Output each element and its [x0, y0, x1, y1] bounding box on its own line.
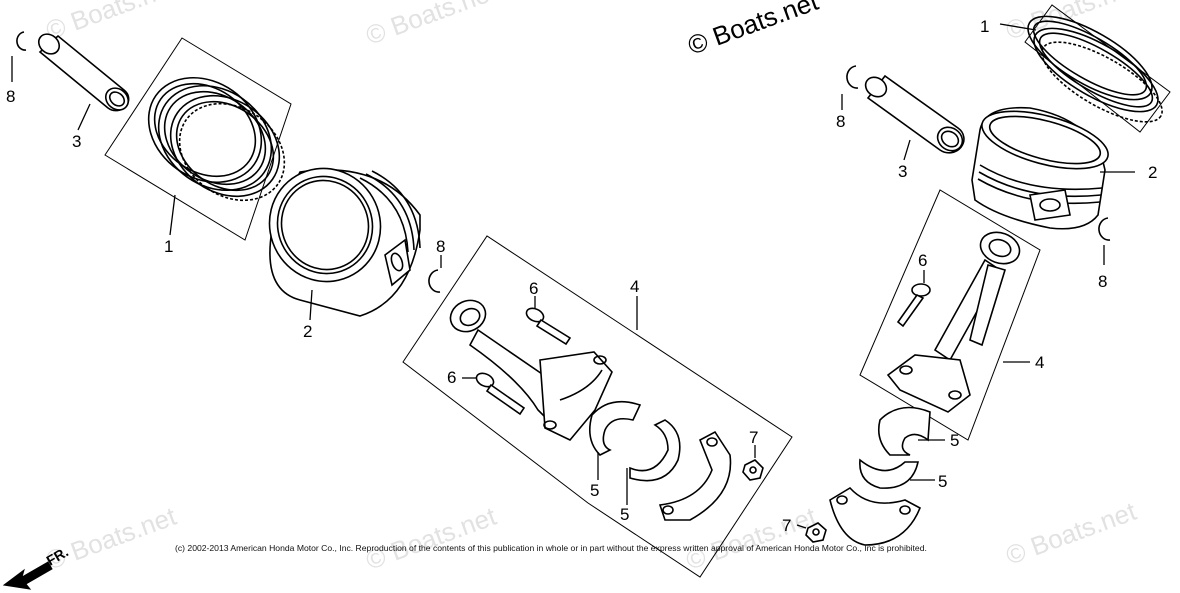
callout-piston-pin-left: 3 — [72, 132, 81, 151]
watermark: © Boats.net — [1002, 0, 1141, 46]
callout-rod-bolt-left-b: 6 — [447, 368, 456, 387]
callout-rod-bolt-left-a: 6 — [529, 279, 538, 298]
pin-clip-left-b — [428, 269, 441, 293]
callout-bearing-right-b: 5 — [938, 472, 947, 491]
connecting-rod-box-left — [402, 235, 793, 578]
rod-bolt-left-a — [525, 307, 572, 346]
piston-pin-right — [864, 74, 965, 154]
watermark: © Boats.net — [42, 501, 181, 576]
callout-bearing-right-a: 5 — [950, 431, 959, 450]
copyright-notice: (c) 2002-2013 American Honda Motor Co., … — [175, 543, 927, 553]
callout-pin-clip-left-a: 8 — [6, 87, 15, 106]
rod-cap-left — [658, 430, 732, 521]
connecting-rod-box-right — [859, 189, 1041, 441]
callout-piston-ring-left: 1 — [164, 237, 173, 256]
callout-bearing-left-b: 5 — [620, 505, 629, 524]
watermark-prominent: © Boats.net — [684, 0, 823, 61]
callout-pin-clip-right-b: 8 — [1098, 272, 1107, 291]
arrow-down-left-icon — [2, 561, 53, 590]
watermark: © Boats.net — [1002, 496, 1141, 571]
connecting-rod-right — [886, 231, 1021, 413]
callout-labels: 8 3 1 2 8 4 6 6 5 5 7 1 8 3 2 8 6 4 5 5 … — [6, 17, 1157, 535]
piston-ring-box-right — [1024, 4, 1171, 133]
watermark: © Boats.net — [362, 501, 501, 576]
bearing-left-b — [629, 419, 681, 482]
callout-pin-clip-left-b: 8 — [436, 237, 445, 256]
callout-bearing-left-a: 5 — [590, 481, 599, 500]
callout-rod-nut-left: 7 — [749, 428, 758, 447]
bearing-right-b — [859, 458, 919, 489]
callout-connecting-rod-right: 4 — [1035, 353, 1044, 372]
rod-cap-right — [829, 486, 922, 546]
rod-bolt-right — [896, 283, 931, 328]
piston-left — [268, 167, 421, 317]
piston-ring-box-left — [104, 37, 292, 241]
callout-rod-bolt-right: 6 — [918, 251, 927, 270]
callout-piston-left: 2 — [303, 322, 312, 341]
bearing-right-a — [877, 406, 931, 456]
pin-clip-right-b — [1098, 217, 1111, 241]
callout-connecting-rod-left: 4 — [630, 277, 639, 296]
callout-rod-nut-right: 7 — [782, 516, 791, 535]
rod-bolt-left-b — [475, 372, 526, 416]
pin-clip-right-a — [846, 65, 859, 89]
piston-pin-left — [37, 33, 130, 112]
pin-clip-left-a — [16, 31, 27, 51]
watermark: © Boats.net — [362, 0, 501, 51]
rod-nut-right — [805, 522, 827, 543]
rod-nut-left — [742, 459, 764, 481]
callout-pin-clip-right-a: 8 — [836, 112, 845, 131]
bearing-left-a — [589, 400, 642, 456]
callout-piston-right: 2 — [1148, 163, 1157, 182]
piston-right — [971, 106, 1109, 230]
callout-piston-pin-right: 3 — [898, 162, 907, 181]
connecting-rod-left — [449, 299, 613, 441]
callout-piston-ring-right: 1 — [980, 17, 989, 36]
